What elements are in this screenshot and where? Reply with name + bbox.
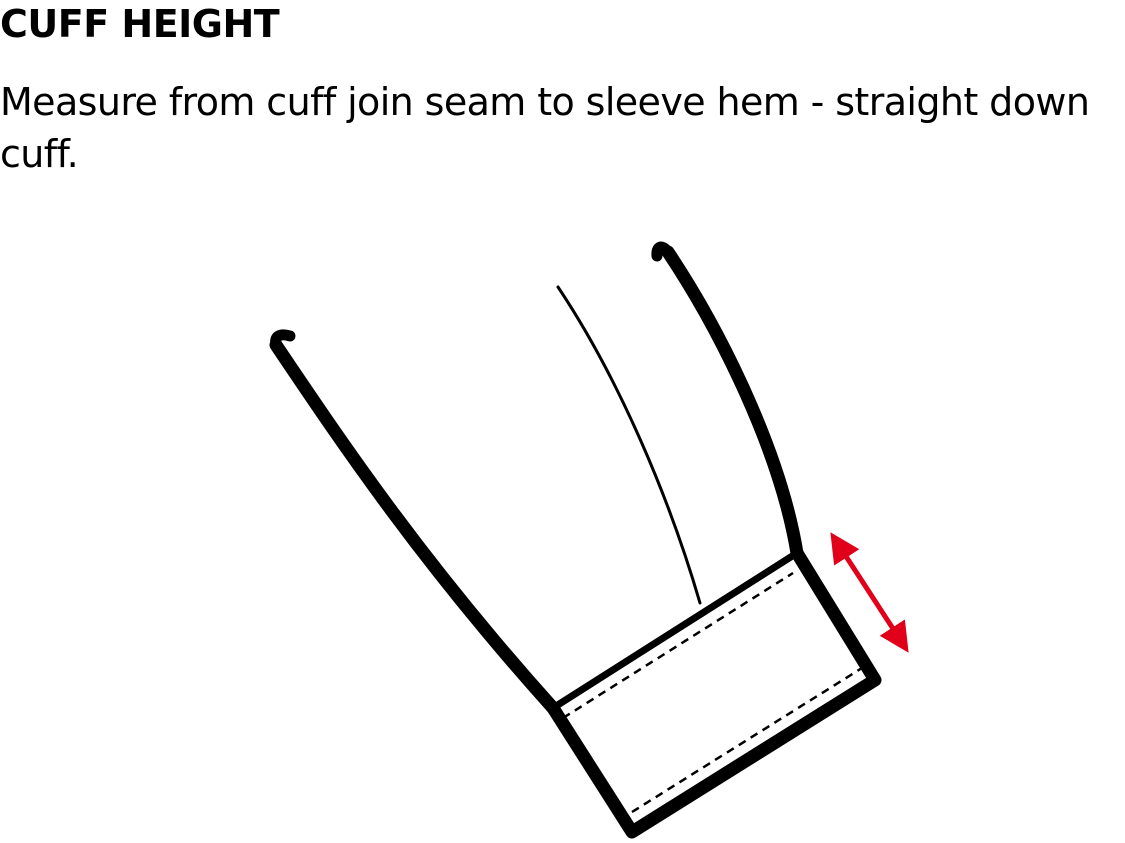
sleeve-right-edge-hook: [651, 241, 674, 262]
sleeve-left-edge: [269, 338, 560, 715]
sleeve-right-edge: [661, 245, 804, 560]
cuff-join-seam: [549, 549, 801, 712]
cuff-hem-stitching: [631, 666, 863, 814]
measurement-arrow: [830, 532, 909, 653]
cuff-top-stitching: [562, 571, 794, 720]
page-title: CUFF HEIGHT: [0, 2, 280, 46]
sleeve-left-edge-hook: [270, 329, 296, 351]
measurement-instructions: Measure from cuff join seam to sleeve he…: [0, 80, 1090, 176]
sleeve-seam-line: [556, 285, 702, 605]
